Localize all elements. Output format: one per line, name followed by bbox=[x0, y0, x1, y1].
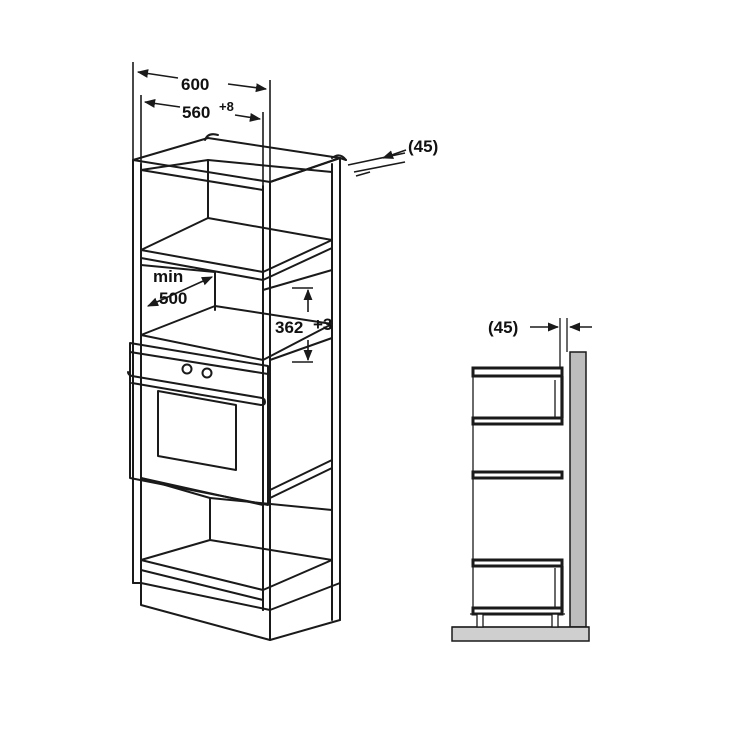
depth-min-value: 500 bbox=[159, 289, 187, 308]
upper-shelf bbox=[140, 217, 333, 273]
side-rear-gap-label: (45) bbox=[488, 318, 518, 337]
lower-floor bbox=[140, 539, 333, 591]
width-inner-tolerance: +8 bbox=[219, 99, 234, 114]
niche-floor bbox=[140, 305, 333, 361]
oven-knob-right bbox=[201, 367, 213, 379]
side-top bbox=[269, 157, 347, 183]
dim-height: 362 +3 bbox=[275, 287, 332, 363]
dim-width-outer: 600 bbox=[132, 62, 271, 182]
width-outer-label: 600 bbox=[181, 75, 209, 94]
top-panel-section bbox=[471, 366, 564, 378]
floor bbox=[451, 626, 590, 642]
top-vent bbox=[204, 133, 219, 141]
upper-compartment bbox=[140, 159, 333, 281]
upper-shelf-section bbox=[471, 416, 564, 426]
oven-handle bbox=[127, 371, 266, 406]
dim-depth-min: min 500 bbox=[146, 267, 214, 308]
cabinet-top bbox=[132, 137, 341, 183]
rear-gap-label: (45) bbox=[408, 137, 438, 156]
rear-lip bbox=[331, 154, 347, 161]
height-value-label: 362 bbox=[275, 318, 303, 337]
oven-front bbox=[129, 342, 269, 506]
lower-compartment bbox=[140, 477, 333, 611]
side-section-view bbox=[451, 318, 590, 642]
height-tolerance: +3 bbox=[313, 315, 332, 334]
foot-back bbox=[551, 613, 559, 628]
mid-shelf-section bbox=[471, 470, 564, 480]
width-inner-label: 560 bbox=[182, 103, 210, 122]
lower-shelf-section bbox=[471, 558, 564, 568]
oven-knob-left bbox=[181, 363, 193, 375]
oven bbox=[127, 342, 269, 506]
wall bbox=[569, 351, 587, 628]
cabinet-perspective bbox=[127, 133, 347, 641]
niche-compartment bbox=[140, 264, 333, 366]
dim-width-inner: 560 +8 bbox=[140, 95, 264, 186]
dim-side-rear-gap: (45) bbox=[488, 318, 592, 337]
bottom-panel-section bbox=[471, 606, 564, 616]
depth-min-label: min bbox=[153, 267, 183, 286]
oven-window bbox=[157, 390, 237, 471]
plinth bbox=[132, 582, 341, 641]
dim-rear-gap: (45) bbox=[347, 137, 438, 177]
foot-front bbox=[476, 613, 484, 628]
